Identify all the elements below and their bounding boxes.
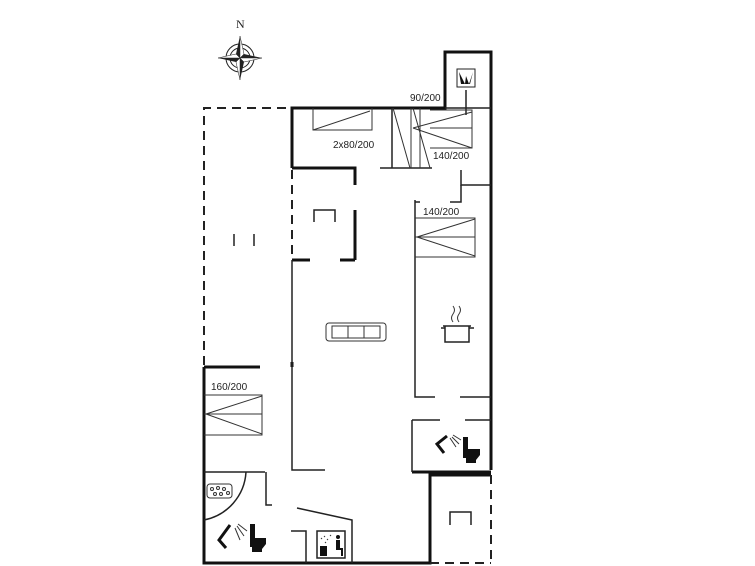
bed-bunk-stairs <box>392 107 431 169</box>
bed-label-90: 90/200 <box>410 93 441 104</box>
sauna-icon <box>316 530 346 559</box>
table-icon <box>449 511 472 525</box>
interior-walls <box>203 90 492 564</box>
terrace-outline <box>203 107 292 365</box>
bed-label-2x80: 2x80/200 <box>333 140 375 151</box>
bed-label-160: 160/200 <box>211 382 248 393</box>
bed-160 <box>204 394 263 436</box>
compass-icon: N <box>217 17 263 81</box>
bed-140-top <box>412 109 473 149</box>
north-label: N <box>236 17 245 31</box>
shower-icon <box>217 523 248 549</box>
toilet-icon <box>250 524 266 552</box>
spa-bath-icon <box>206 483 233 499</box>
exterior-walls <box>202 50 493 565</box>
fireplace-icon <box>456 68 476 88</box>
bed-label-140-top: 140/200 <box>433 151 470 162</box>
bed-label-140-mid: 140/200 <box>423 207 460 218</box>
bed-140-mid <box>415 217 476 258</box>
cooking-pot-icon <box>441 305 474 343</box>
table-icon <box>313 209 336 222</box>
sofa-icon <box>325 322 387 342</box>
shower-icon <box>434 434 462 454</box>
toilet-icon <box>463 437 480 463</box>
bed-2x80 <box>312 108 373 131</box>
